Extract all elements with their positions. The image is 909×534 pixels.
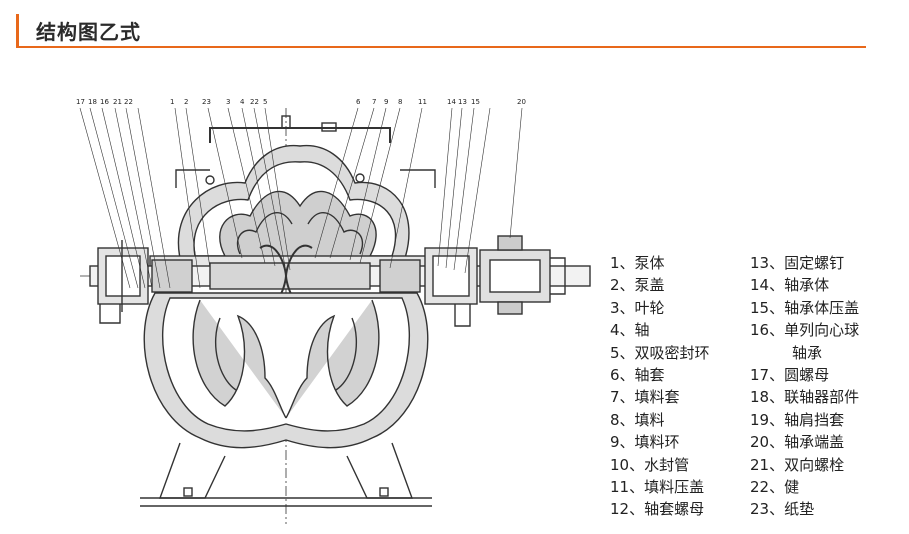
callout-labels: 17 18 16 21 22 1 2 23 3 4 22 5 6 7 9 8 1… xyxy=(76,98,526,106)
callout-label: 14 xyxy=(447,98,456,106)
legend-item: 19、轴肩挡套 xyxy=(750,410,845,429)
legend-item-continuation: 轴承 xyxy=(792,343,823,362)
callout-label: 15 xyxy=(471,98,480,106)
callout-label: 4 xyxy=(240,98,245,106)
callout-label: 18 xyxy=(88,98,97,106)
legend-column-left: 1、泵体 2、泵盖 3、叶轮 4、轴 5、双吸密封环 6、轴套 7、填料套 8、… xyxy=(610,252,750,521)
callout-label: 13 xyxy=(458,98,467,106)
callout-label: 11 xyxy=(418,98,427,106)
callout-label: 22 xyxy=(124,98,133,106)
parts-legend: 1、泵体 2、泵盖 3、叶轮 4、轴 5、双吸密封环 6、轴套 7、填料套 8、… xyxy=(610,252,900,522)
legend-item: 4、轴 xyxy=(610,321,650,340)
legend-item: 9、填料环 xyxy=(610,433,680,452)
pump-drawing-svg: 17 18 16 21 22 1 2 23 3 4 22 5 6 7 9 8 1… xyxy=(76,98,591,524)
callout-label: 7 xyxy=(372,98,376,106)
legend-item: 14、轴承体 xyxy=(750,276,830,295)
callout-label: 22 xyxy=(250,98,259,106)
legend-item: 12、轴套螺母 xyxy=(610,500,705,519)
header-underline xyxy=(16,46,866,48)
page-title: 结构图乙式 xyxy=(36,20,141,44)
callout-label: 6 xyxy=(356,98,361,106)
legend-item: 2、泵盖 xyxy=(610,276,665,295)
legend-item: 15、轴承体压盖 xyxy=(750,298,860,317)
legend-item: 5、双吸密封环 xyxy=(610,343,710,362)
legend-item: 13、固定螺钉 xyxy=(750,254,845,272)
section-header: 结构图乙式 xyxy=(16,14,868,48)
legend-item: 23、纸垫 xyxy=(750,500,815,519)
legend-item: 16、单列向心球 xyxy=(750,321,860,340)
callout-label: 3 xyxy=(226,98,230,106)
legend-column-right: 13、固定螺钉 14、轴承体 15、轴承体压盖 16、单列向心球 轴承 17、圆… xyxy=(750,252,900,521)
header-accent-bar xyxy=(16,14,19,46)
callout-label: 16 xyxy=(100,98,109,106)
callout-label: 21 xyxy=(113,98,122,106)
legend-item: 11、填料压盖 xyxy=(610,477,705,496)
legend-item: 8、填料 xyxy=(610,410,665,429)
callout-label: 20 xyxy=(517,98,526,106)
callout-label: 2 xyxy=(184,98,188,106)
legend-item: 22、健 xyxy=(750,477,800,496)
legend-item: 7、填料套 xyxy=(610,388,680,407)
legend-item: 6、轴套 xyxy=(610,365,665,384)
legend-item: 21、双向螺栓 xyxy=(750,455,845,474)
legend-item: 17、圆螺母 xyxy=(750,365,830,384)
legend-item: 3、叶轮 xyxy=(610,298,665,317)
legend-item: 10、水封管 xyxy=(610,455,690,474)
pump-cross-section-drawing: 17 18 16 21 22 1 2 23 3 4 22 5 6 7 9 8 1… xyxy=(60,88,600,528)
legend-item: 18、联轴器部件 xyxy=(750,388,860,407)
callout-label: 9 xyxy=(384,98,388,106)
callout-label: 5 xyxy=(263,98,267,106)
legend-item: 1、泵体 xyxy=(610,254,665,272)
callout-label: 8 xyxy=(398,98,402,106)
callout-label: 17 xyxy=(76,98,85,106)
callout-label: 23 xyxy=(202,98,211,106)
legend-item: 20、轴承端盖 xyxy=(750,433,845,452)
callout-label: 1 xyxy=(170,98,174,106)
